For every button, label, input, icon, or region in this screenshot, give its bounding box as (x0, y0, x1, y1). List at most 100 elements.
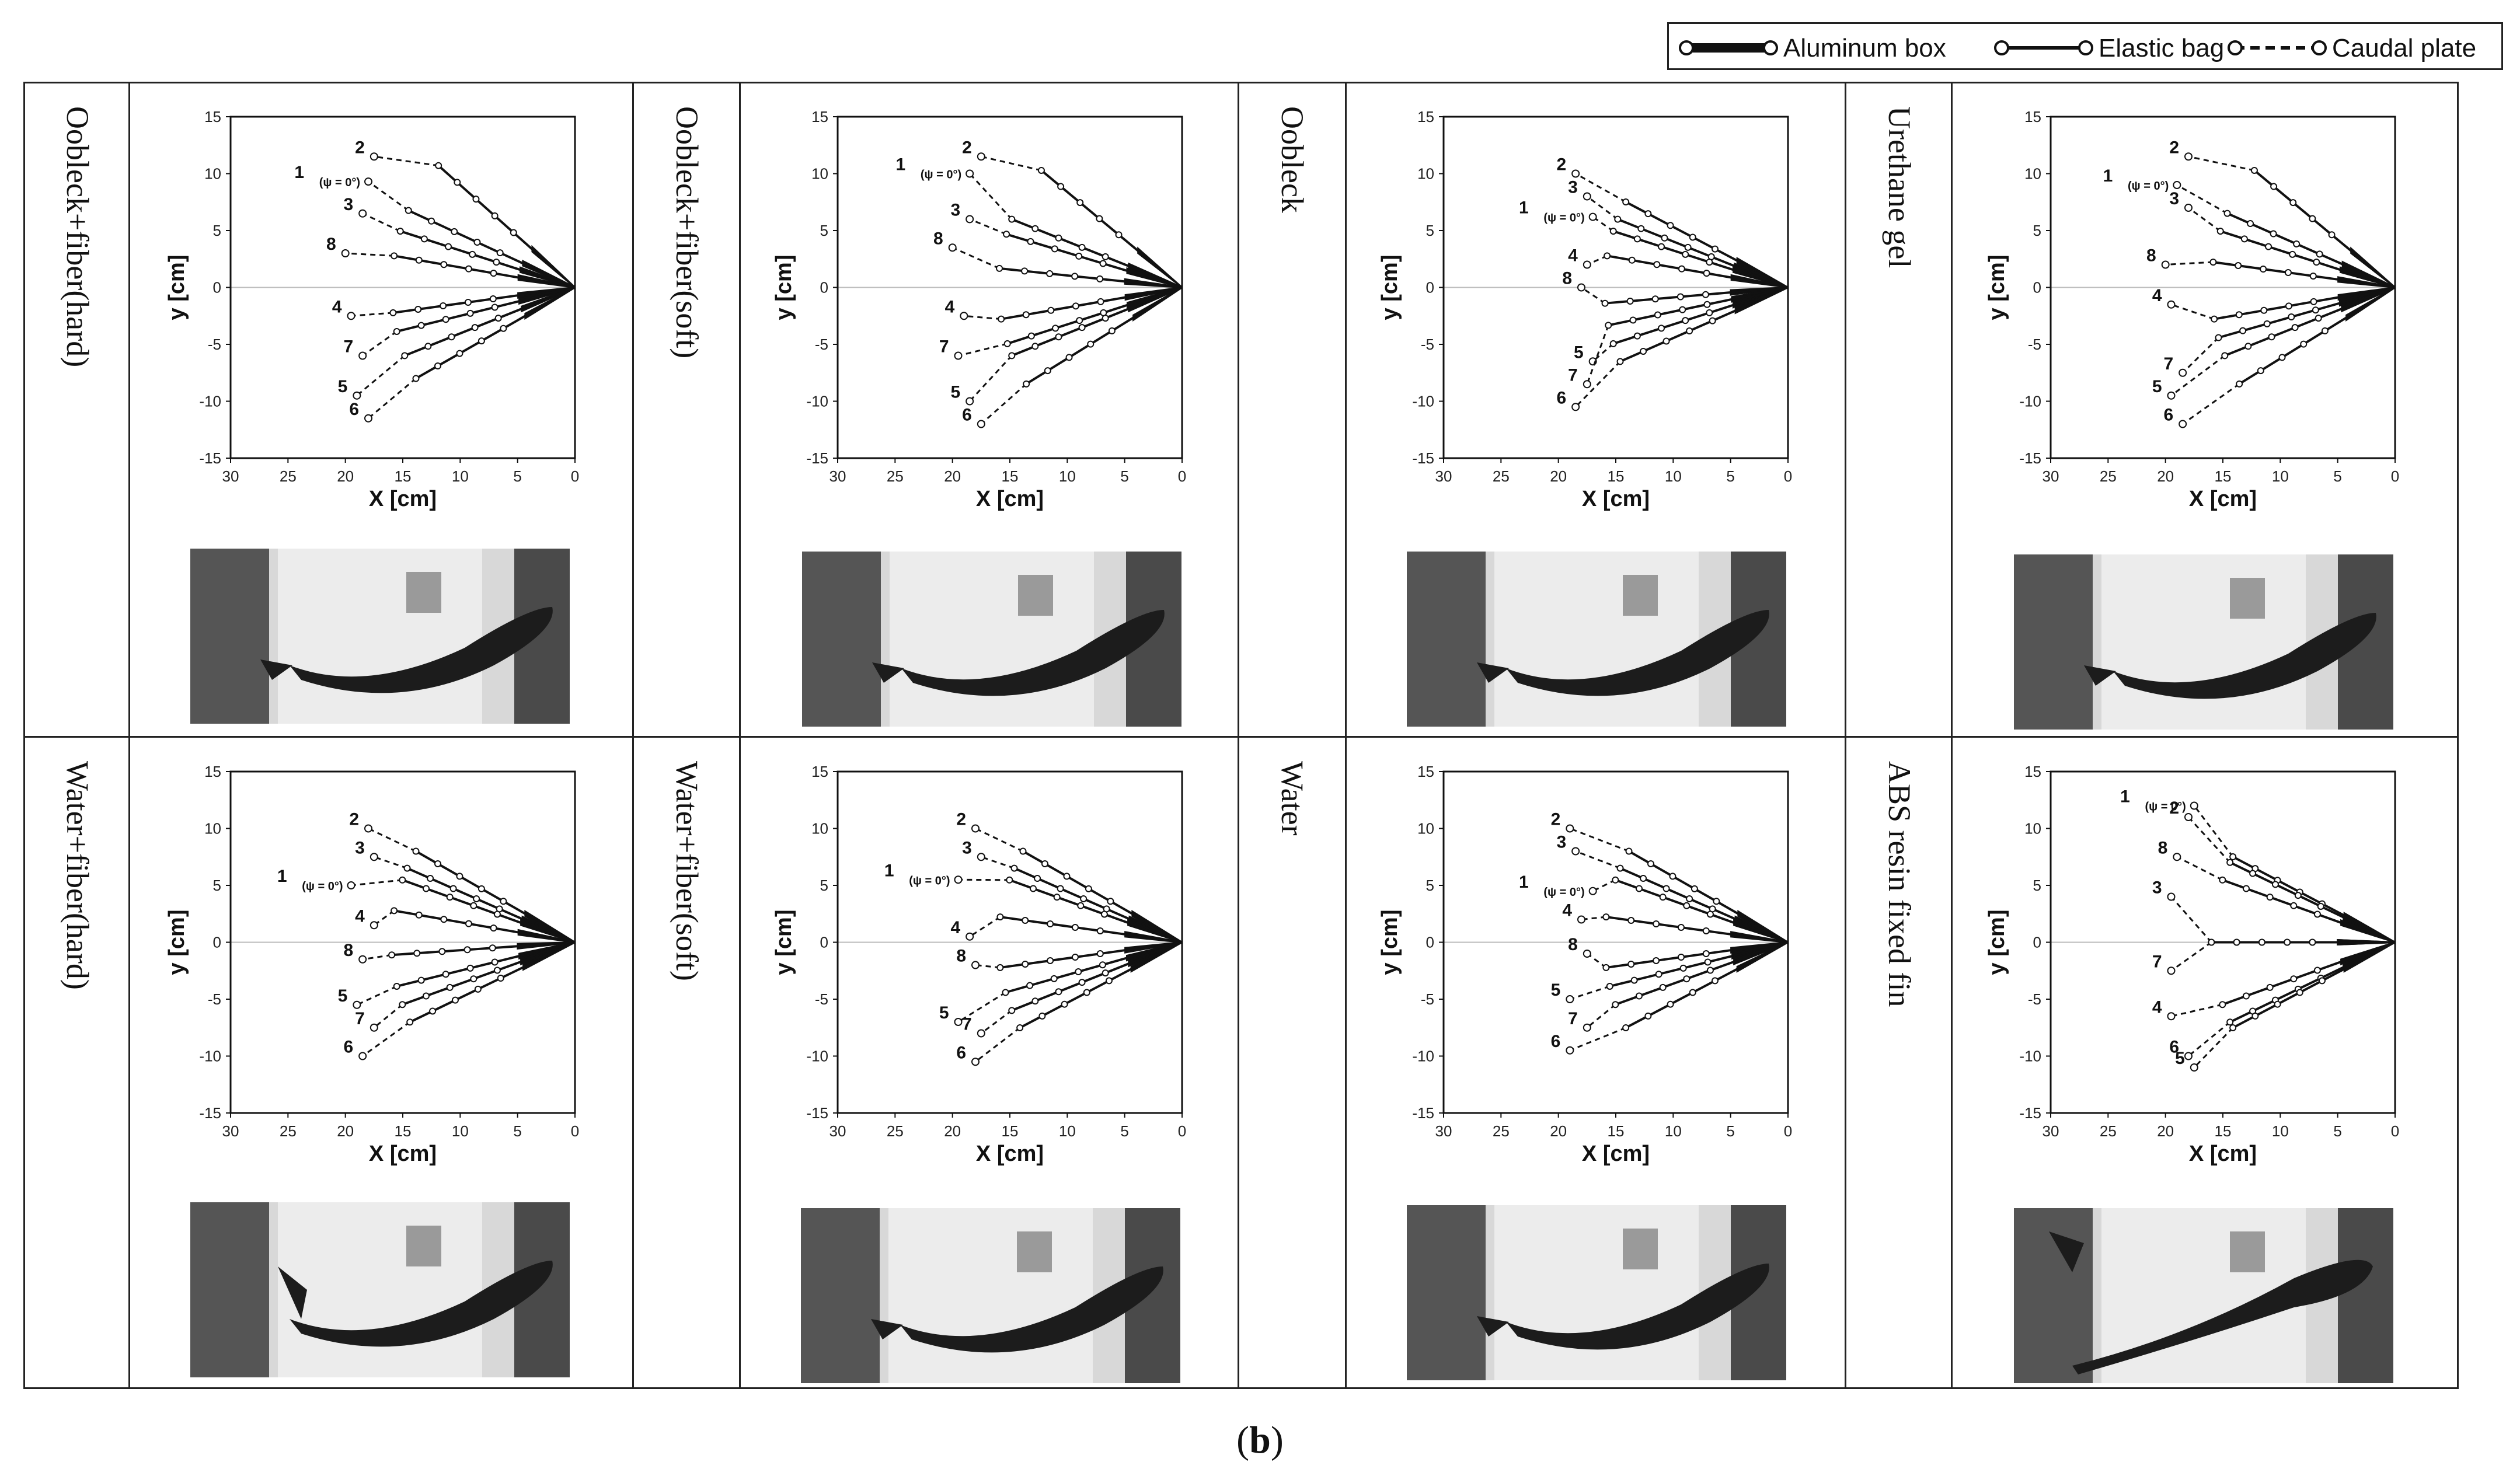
phase-label: 2 (1556, 155, 1566, 175)
tip-marker (977, 853, 985, 861)
phase-label: 2 (355, 138, 365, 157)
x-tick-label: 20 (337, 1122, 354, 1140)
joint-marker (1655, 971, 1662, 978)
joint-marker (1702, 927, 1710, 934)
panel-label: Water (1239, 738, 1344, 1391)
robot-photo (1407, 1205, 1786, 1380)
legend-marker (1763, 40, 1778, 55)
joint-marker (2289, 250, 2296, 258)
x-tick-label: 0 (2391, 1122, 2399, 1140)
caudal-plate-segment (2193, 805, 2234, 857)
fin-trajectory: 5 (338, 287, 576, 400)
aluminum-box-segment (531, 245, 576, 288)
tip-marker (2173, 853, 2181, 861)
x-tick-label: 20 (944, 467, 961, 485)
phase-label: 8 (956, 947, 966, 966)
joint-marker (451, 228, 458, 235)
fish-body (290, 607, 553, 693)
joint-marker (1044, 367, 1051, 375)
tip-marker (2184, 1052, 2193, 1060)
tip-marker (353, 1000, 361, 1009)
elastic-bag-segment (1000, 949, 1125, 969)
joint-marker (2290, 902, 2298, 909)
joint-marker (1027, 238, 1034, 245)
tank-water (1494, 552, 1699, 727)
joint-marker (1709, 317, 1716, 324)
joint-marker (2235, 262, 2242, 270)
fish-body (2072, 1259, 2373, 1374)
y-tick-label: 10 (2024, 165, 2041, 183)
x-axis-label: X [cm] (976, 487, 1044, 511)
y-tick-label: 5 (213, 222, 221, 239)
phase-label: 7 (2163, 354, 2173, 374)
joint-marker (1057, 183, 1065, 190)
y-tick-label: -5 (208, 336, 221, 353)
x-tick-label: 25 (280, 1122, 297, 1140)
joint-marker (489, 295, 497, 303)
phase-label: 3 (2152, 878, 2162, 898)
caudal-fin (278, 1266, 307, 1319)
caudal-plate-segment (345, 252, 395, 257)
fin-trajectory: 2 (2169, 798, 2396, 943)
col-divider (128, 82, 130, 1389)
joint-marker (1047, 957, 1054, 964)
joint-marker (473, 895, 480, 902)
y-tick-label: -5 (208, 990, 221, 1008)
fin-trajectory: 1(ψ = 0°) (294, 163, 576, 288)
elastic-bag-segment (1040, 169, 1139, 252)
tank-water (278, 549, 482, 724)
caudal-plate-segment (1569, 985, 1611, 1000)
joint-marker (1662, 337, 1670, 345)
joint-marker (2216, 228, 2224, 235)
motor-housing (406, 572, 441, 613)
tip-marker (1566, 824, 1574, 833)
fin-trajectory: 6 (1556, 287, 1789, 411)
caudal-plate-segment (1581, 916, 1606, 920)
joint-marker (2289, 199, 2297, 207)
y-tick-label: 0 (213, 934, 221, 951)
panel-label-text: Urethane gel (1882, 106, 1917, 268)
y-tick-label: -15 (2019, 449, 2041, 467)
joint-marker (2270, 183, 2278, 190)
fin-trajectory: 5 (950, 287, 1183, 406)
elastic-bag-segment (1628, 850, 1739, 915)
joint-marker (1019, 847, 1027, 855)
joint-marker (2242, 992, 2250, 1000)
motor-housing (1018, 575, 1053, 616)
joint-marker (449, 885, 457, 892)
panel-label: Oobleck+fiber(hard) (25, 83, 130, 737)
joint-marker (2270, 230, 2277, 238)
joint-marker (473, 239, 481, 246)
fin-trajectory: 4 (950, 913, 1183, 943)
x-tick-label: 15 (395, 467, 412, 485)
caudal-plate-segment (1581, 287, 1606, 304)
joint-marker (1053, 894, 1061, 901)
joint-marker (1096, 215, 1103, 222)
aluminum-box-segment (2337, 276, 2396, 288)
aluminum-box-segment (1124, 287, 1183, 301)
elastic-bag-segment (1009, 878, 1129, 924)
phase-label: 6 (1551, 1032, 1561, 1051)
caudal-plate-segment (1592, 879, 1616, 892)
joint-marker (1651, 295, 1659, 303)
y-tick-label: 5 (1426, 222, 1434, 239)
y-tick-label: 15 (2024, 108, 2041, 125)
phase-label: 6 (2169, 1038, 2179, 1057)
tank-water (890, 552, 1094, 727)
fin-trajectory: 3 (2152, 878, 2396, 946)
x-tick-label: 0 (1178, 1122, 1186, 1140)
joint-marker (399, 876, 406, 884)
y-tick-label: 0 (1426, 934, 1434, 951)
phase-label: 3 (962, 838, 972, 857)
tip-marker (358, 1052, 367, 1060)
tip-marker (960, 312, 968, 320)
col-divider (632, 82, 634, 1389)
caudal-plate-segment (2187, 816, 2231, 863)
joint-marker (1099, 260, 1107, 267)
joint-marker (2266, 983, 2274, 991)
caudal-plate-segment (980, 383, 1027, 425)
x-tick-label: 30 (222, 467, 239, 485)
fish-body (900, 1266, 1163, 1353)
elastic-bag-segment (2213, 261, 2338, 281)
